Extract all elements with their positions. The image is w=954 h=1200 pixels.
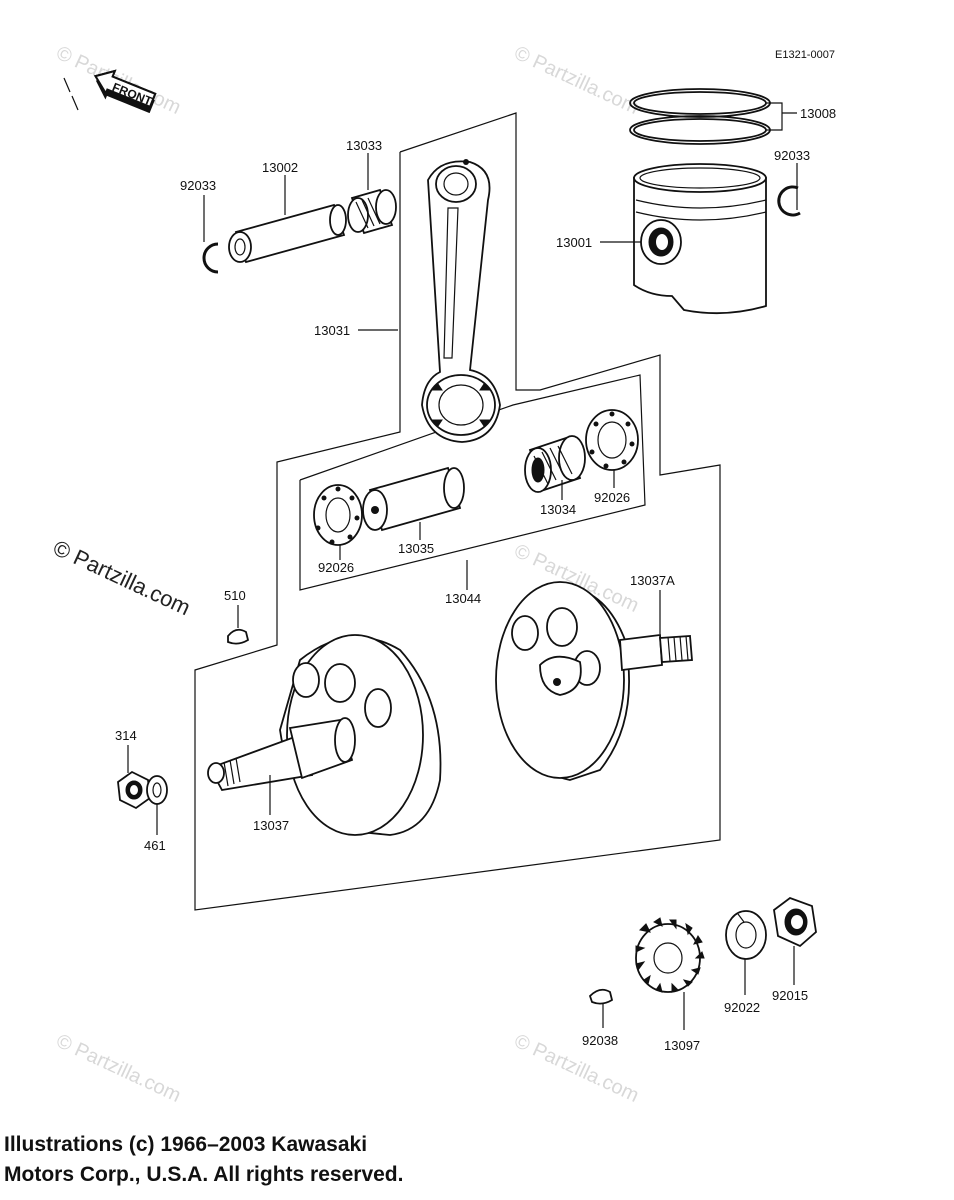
label-13002: 13002 [262, 160, 298, 175]
label-13033: 13033 [346, 138, 382, 153]
diagram-code: E1321-0007 [775, 49, 835, 61]
label-13044: 13044 [445, 591, 481, 606]
label-92026-left: 92026 [318, 560, 354, 575]
crank-pin-icon [362, 466, 465, 532]
label-92038: 92038 [582, 1033, 618, 1048]
label-314: 314 [115, 728, 137, 743]
washer-left-icon [146, 775, 168, 805]
copyright-line-1: Illustrations (c) 1966–2003 Kawasaki [4, 1133, 368, 1156]
copyright-line-2: Motors Corp., U.S.A. All rights reserved… [4, 1163, 404, 1186]
needle-bearing-big-end-icon [524, 435, 586, 493]
label-13035: 13035 [398, 541, 434, 556]
piston-icon [633, 163, 767, 315]
label-92033-left: 92033 [180, 178, 216, 193]
label-13034: 13034 [540, 502, 576, 517]
label-510: 510 [224, 588, 246, 603]
thrust-washer-left-icon [313, 484, 363, 546]
piston-pin-icon [228, 203, 347, 264]
nut-left-icon [117, 770, 151, 810]
needle-bearing-small-end-icon [347, 188, 397, 235]
woodruff-key-small-icon [588, 988, 614, 1005]
label-13008: 13008 [800, 106, 836, 121]
stray-marks [63, 77, 79, 111]
label-13037A: 13037A [630, 573, 675, 588]
label-13001: 13001 [556, 235, 592, 250]
label-461: 461 [144, 838, 166, 853]
label-13097: 13097 [664, 1038, 700, 1053]
assembly-boundary [194, 112, 721, 911]
label-92022: 92022 [724, 1000, 760, 1015]
label-92026-right: 92026 [594, 490, 630, 505]
woodruff-key-icon [227, 628, 250, 645]
connecting-rod-icon [421, 159, 501, 443]
nut-right-icon [773, 896, 817, 948]
label-13031: 13031 [314, 323, 350, 338]
lock-washer-icon [725, 910, 767, 960]
crankshaft-left-half-icon [207, 634, 442, 836]
circlip-left-icon [202, 242, 219, 274]
label-13037: 13037 [253, 818, 289, 833]
label-92033-right: 92033 [774, 148, 810, 163]
thrust-washer-right-icon [585, 409, 639, 471]
circlip-right-icon [777, 185, 801, 217]
piston-rings-icon [629, 88, 771, 145]
crankshaft-right-half-icon [495, 581, 693, 781]
gear-icon [635, 917, 705, 993]
front-arrow-icon: FRONT [93, 69, 157, 114]
label-92015: 92015 [772, 988, 808, 1003]
